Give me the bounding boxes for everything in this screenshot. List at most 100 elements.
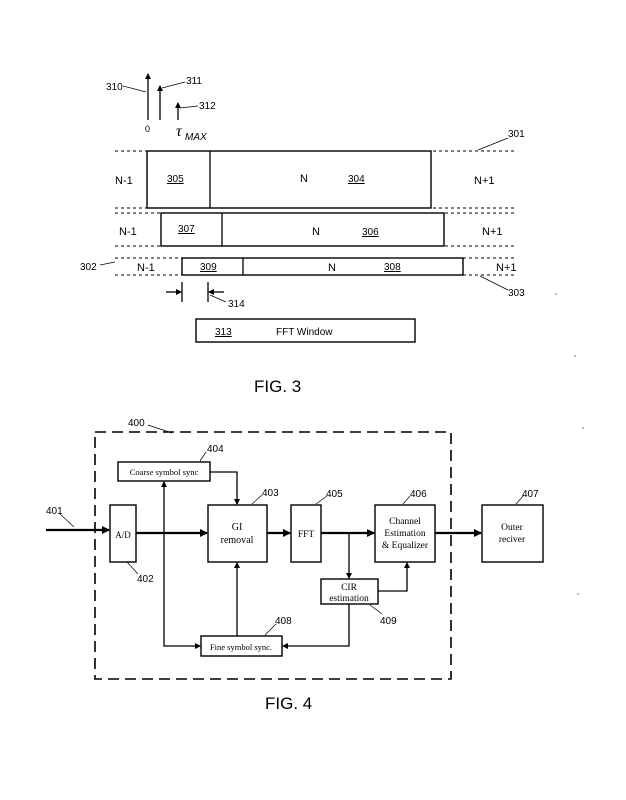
coarse-sync-label: Coarse symbol sync xyxy=(130,467,199,477)
lead-311 xyxy=(161,81,186,89)
row2-mid-ref: 306 xyxy=(362,227,379,238)
row2-gi-ref: 307 xyxy=(178,224,195,235)
lead-312 xyxy=(179,105,199,109)
lead-303 xyxy=(479,275,509,291)
lead-406 xyxy=(402,495,411,505)
channel-label-2: Estimation xyxy=(384,529,425,539)
channel-label-3: & Equalizer xyxy=(382,541,429,551)
ref-314: 314 xyxy=(228,299,245,310)
row3-symbol-box xyxy=(181,257,464,276)
row1-mid-label: N xyxy=(300,173,308,185)
lead-301 xyxy=(477,137,509,151)
coarse-to-gi-arrow xyxy=(210,471,240,505)
row1-mid-ref: 304 xyxy=(348,174,365,185)
row1-right-label: N+1 xyxy=(474,175,495,187)
lead-407 xyxy=(515,494,525,505)
offset-marker-314: 314 xyxy=(166,282,245,310)
cir-to-fine-arrow xyxy=(282,604,350,649)
signal-flow-arrows xyxy=(136,471,482,649)
fft-window-ref: 313 xyxy=(215,327,232,338)
fft-block: FFT 405 xyxy=(290,489,343,563)
ad-label: A/D xyxy=(115,530,131,540)
fft-window: 313 FFT Window xyxy=(195,318,416,343)
fft-window-box xyxy=(195,318,416,343)
origin-zero: 0 xyxy=(145,124,150,134)
lead-302 xyxy=(99,261,116,266)
ref-405: 405 xyxy=(326,489,343,500)
row3-gi-ref: 309 xyxy=(200,262,217,273)
ref-403: 403 xyxy=(262,488,279,499)
receiver-dashed-boundary xyxy=(94,431,452,680)
fft-box xyxy=(290,504,322,563)
ad-box xyxy=(109,504,137,563)
cir-label-1: CIR xyxy=(341,583,358,593)
ad-to-fine-arrow xyxy=(163,533,201,649)
outer-label-1: Outer xyxy=(501,523,523,533)
ref-311: 311 xyxy=(186,76,202,87)
coarse-symbol-sync-block: Coarse symbol sync 404 xyxy=(117,444,224,482)
speckle xyxy=(555,293,557,295)
ref-312: 312 xyxy=(199,101,216,112)
channel-equalizer-box xyxy=(374,504,436,563)
lead-402 xyxy=(126,561,139,575)
speckle xyxy=(574,355,576,357)
gi-removal-box xyxy=(207,504,268,563)
row2-left-label: N-1 xyxy=(119,226,137,238)
fig4: 400 401 A/D 402 Coarse symbol sync 404 G… xyxy=(46,418,544,713)
lead-408 xyxy=(264,623,277,636)
speckle xyxy=(582,427,584,429)
row2-symbol-box xyxy=(160,212,445,247)
lead-409 xyxy=(369,604,383,615)
row3-mid-ref: 308 xyxy=(384,262,401,273)
channel-equalizer-block: Channel Estimation & Equalizer 406 xyxy=(374,489,436,563)
row1-symbol-box xyxy=(146,150,432,209)
fft-label: FFT xyxy=(298,530,315,540)
row3-left-label: N-1 xyxy=(137,262,155,274)
row3-right-label: N+1 xyxy=(496,262,517,274)
row2-mid-label: N xyxy=(312,226,320,238)
ref-400: 400 xyxy=(128,418,145,429)
ref-301: 301 xyxy=(508,129,525,140)
symbol-row-1: N-1 305 N 304 N+1 301 xyxy=(115,129,525,209)
outer-label-2: reciver xyxy=(499,535,526,545)
fine-symbol-sync-block: Fine symbol sync. 408 xyxy=(200,616,292,657)
lead-405 xyxy=(315,495,328,505)
lead-401 xyxy=(59,513,75,528)
tau-symbol: τ xyxy=(176,123,183,140)
channel-label-1: Channel xyxy=(389,517,421,527)
fig4-caption: FIG. 4 xyxy=(265,694,312,713)
ref-303: 303 xyxy=(508,288,525,299)
ref-409: 409 xyxy=(380,616,397,627)
channel-impulse-arrows: 310 311 312 0 τ MAX xyxy=(106,73,216,143)
lead-403 xyxy=(251,494,263,505)
fine-sync-label: Fine symbol sync. xyxy=(210,642,272,652)
cir-estimation-block: CIR estimation 409 xyxy=(320,578,397,627)
cir-to-channel-arrow xyxy=(378,562,410,592)
ref-406: 406 xyxy=(410,489,427,500)
ref-310: 310 xyxy=(106,82,123,93)
cir-label-2: estimation xyxy=(329,594,369,604)
lead-314 xyxy=(209,294,227,303)
lead-310 xyxy=(122,85,147,93)
ad-converter-block: A/D 402 xyxy=(109,504,154,585)
row2-right-label: N+1 xyxy=(482,226,503,238)
fig3-caption: FIG. 3 xyxy=(254,377,301,396)
outer-receiver-box xyxy=(481,504,544,563)
ref-402: 402 xyxy=(137,574,154,585)
ref-401: 401 xyxy=(46,506,63,517)
symbol-row-3: N-1 309 N 308 N+1 302 303 xyxy=(80,257,525,299)
ref-302: 302 xyxy=(80,262,97,273)
speckle xyxy=(577,593,579,595)
row1-gi-ref: 305 xyxy=(167,174,184,185)
row3-mid-label: N xyxy=(328,262,336,274)
gi-removal-label-2: removal xyxy=(221,535,254,546)
fig3: 310 311 312 0 τ MAX N-1 305 N 304 N+1 30… xyxy=(80,73,525,396)
tau-subscript: MAX xyxy=(185,132,207,143)
gi-removal-block: GI removal 403 xyxy=(207,488,279,563)
ref-404: 404 xyxy=(207,444,224,455)
ref-408: 408 xyxy=(275,616,292,627)
gi-removal-label-1: GI xyxy=(232,522,243,533)
lead-400 xyxy=(147,424,173,434)
scan-speckles xyxy=(555,293,584,595)
